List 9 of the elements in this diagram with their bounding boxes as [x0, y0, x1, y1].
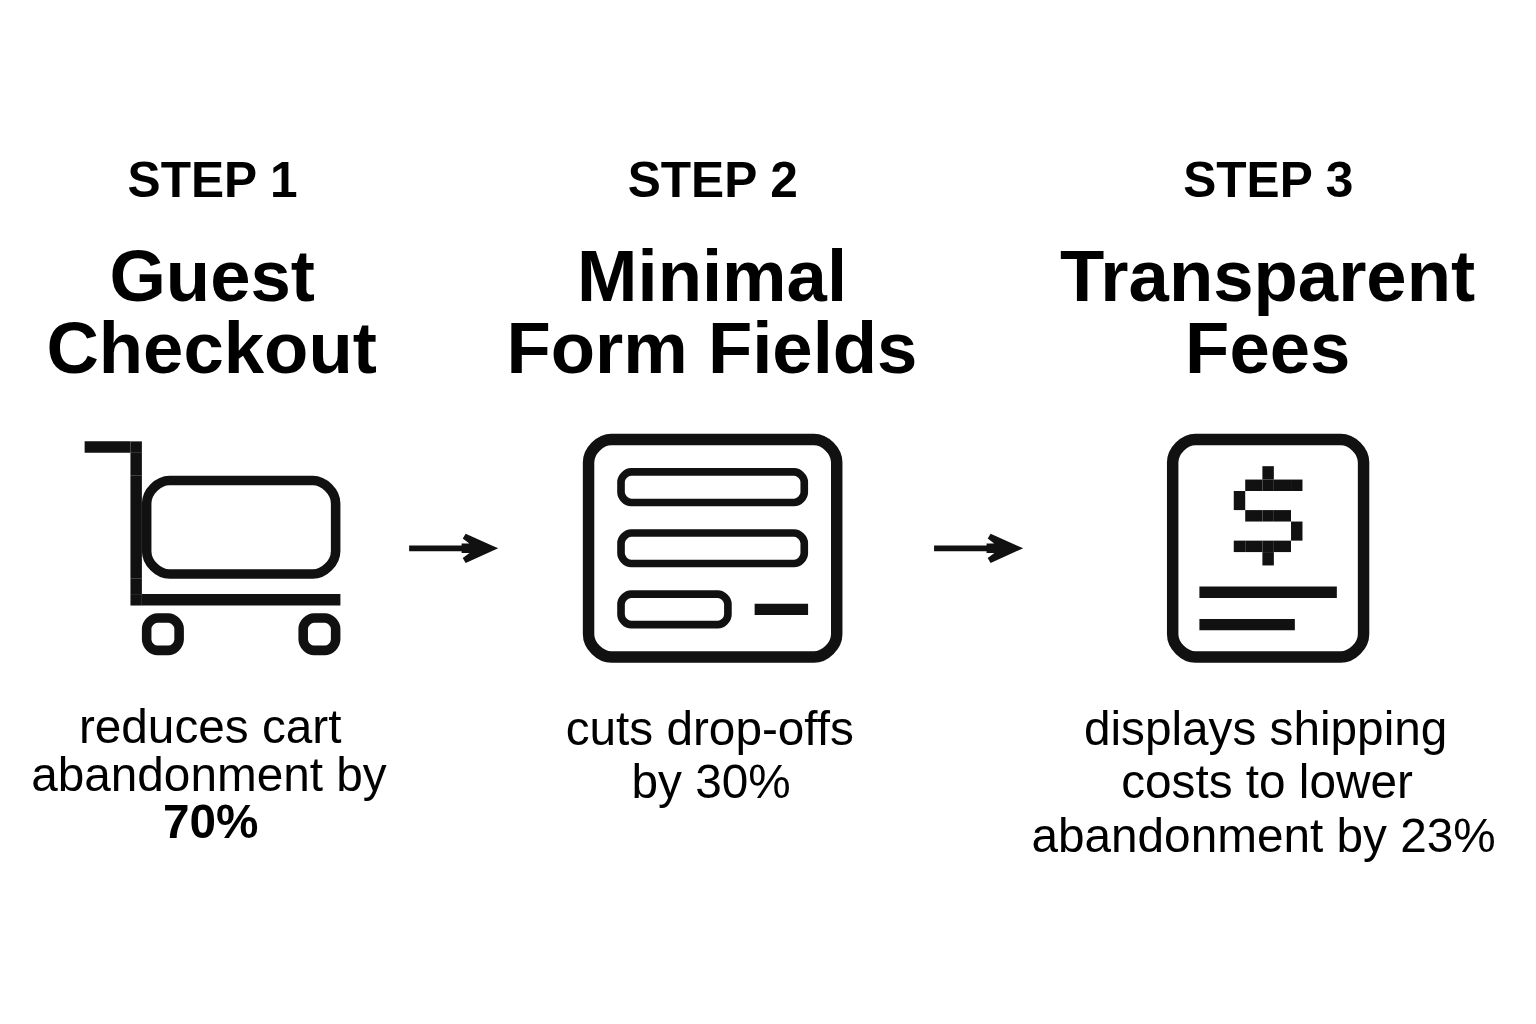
node-label: STEP 2	[627, 151, 798, 208]
node-label: displays shipping costs to lower abandonment by 23%	[1031, 701, 1496, 862]
node-label: Transparent Fees	[1060, 234, 1476, 389]
node-label: cuts drop-offs by 30%	[565, 701, 854, 809]
node-label: reduces cart abandonment by 70%	[31, 699, 387, 849]
node-label: STEP 1	[127, 151, 298, 208]
node-label: STEP 3	[1183, 151, 1354, 208]
node-label: Minimal Form Fields	[506, 234, 918, 389]
node-label: Guest Checkout	[46, 234, 377, 389]
